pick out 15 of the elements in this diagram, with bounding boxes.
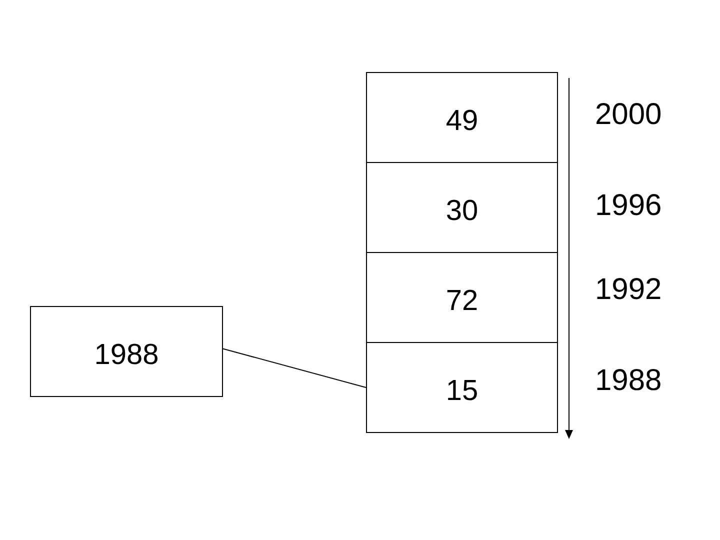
- cell-value: 15: [446, 374, 478, 408]
- stack-cell: [366, 72, 558, 163]
- stack-cell: [366, 342, 558, 433]
- cell-value: 30: [446, 194, 478, 228]
- stack-cell: [366, 252, 558, 343]
- year-label: 2000: [595, 98, 662, 132]
- year-label: 1992: [595, 273, 662, 307]
- value-box: [30, 306, 223, 397]
- stack-cell: [366, 162, 558, 253]
- year-label: 1988: [595, 364, 662, 398]
- connector-line: [222, 348, 366, 388]
- cell-value: 72: [446, 284, 478, 318]
- year-label: 1996: [595, 189, 662, 223]
- cell-value: 1988: [94, 338, 159, 372]
- cell-value: 49: [446, 104, 478, 138]
